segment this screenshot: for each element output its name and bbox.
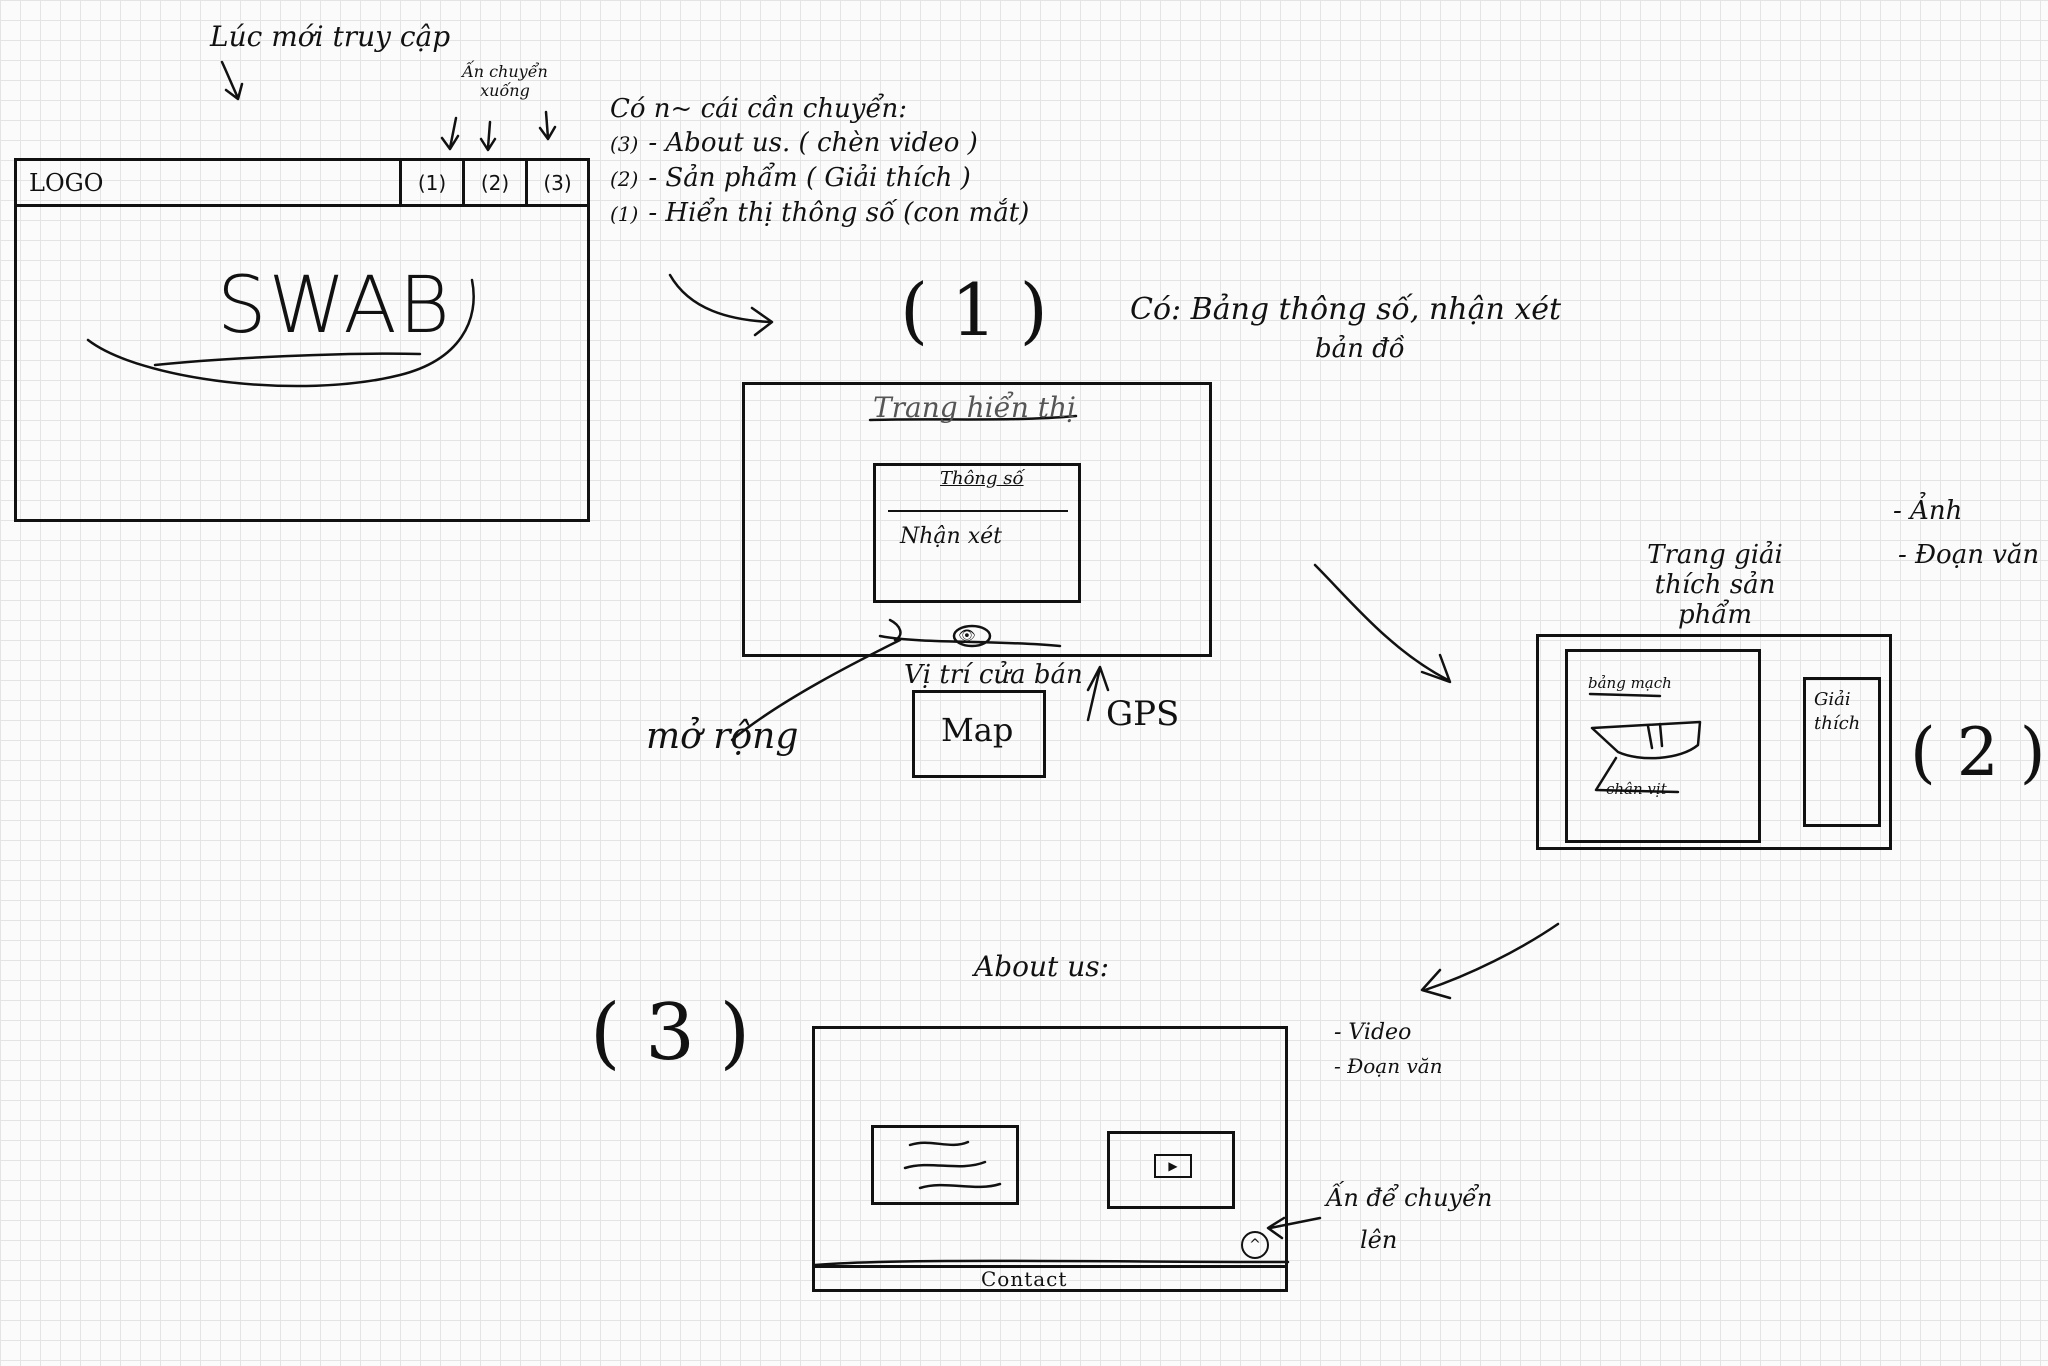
page3-label: ( 3 ) xyxy=(590,988,751,1078)
page2-wireframe: bảng mạch chân vịt Giải thích xyxy=(1536,634,1892,850)
footer-contact[interactable]: Contact xyxy=(981,1267,1068,1291)
page1-title: Trang hiển thị xyxy=(873,391,1076,424)
page1-note: Có: Bảng thông số, nhận xét xyxy=(1130,292,1562,327)
page2-side-note-1: - Ảnh xyxy=(1893,496,1963,526)
up-note-2: lên xyxy=(1360,1226,1398,1254)
nav-note-heading: Có n~ cái cần chuyển: xyxy=(610,94,907,124)
logo: LOGO xyxy=(29,169,104,197)
explain-label: Giải thích xyxy=(1814,689,1861,734)
expand-note: mở rộng xyxy=(646,716,799,757)
nav-note-item: (2)- Sản phẩm ( Giải thích ) xyxy=(610,163,971,193)
page1-wireframe: Trang hiển thị Thông số Nhận xét xyxy=(742,382,1212,657)
nav-note: Có n~ cái cần chuyển: (3)- About us. ( c… xyxy=(610,92,1029,231)
screw-label: chân vịt xyxy=(1606,780,1667,798)
map-label: Map xyxy=(941,711,1014,749)
gps-note: GPS xyxy=(1106,694,1180,734)
nav-tab-2[interactable]: (2) xyxy=(462,161,525,204)
up-note: Ấn để chuyển xyxy=(1326,1184,1493,1212)
text-image-panel xyxy=(871,1125,1019,1205)
landing-title: SWAB xyxy=(217,261,452,351)
top-note: Lúc mới truy cập xyxy=(210,20,451,53)
nav-tab-1[interactable]: (1) xyxy=(399,161,462,204)
tab-note: Ấn chuyển xuống xyxy=(462,62,548,100)
chevron-up-icon[interactable]: ^ xyxy=(1241,1231,1269,1259)
page2-label: ( 2 ) xyxy=(1910,714,2046,791)
page1-note-2: bản đồ xyxy=(1315,334,1405,364)
spec-divider xyxy=(888,510,1068,512)
video-panel: ▶ xyxy=(1107,1131,1235,1209)
page3-side-note-2: - Đoạn văn xyxy=(1334,1054,1443,1078)
board-label: bảng mạch xyxy=(1588,674,1672,692)
footer-divider xyxy=(815,1265,1285,1268)
map-box[interactable]: Map xyxy=(912,690,1046,778)
review-label: Nhận xét xyxy=(900,524,1002,549)
landing-header-bar: LOGO (1) (2) (3) xyxy=(17,161,587,207)
landing-wireframe: LOGO (1) (2) (3) SWAB xyxy=(14,158,590,522)
page3-side-note-1: - Video xyxy=(1334,1020,1412,1045)
page3-wireframe: ▶ ^ Contact xyxy=(812,1026,1288,1292)
location-label: Vị trí cửa bán xyxy=(904,660,1083,690)
nav-tab-3[interactable]: (3) xyxy=(525,161,587,204)
eye-icon[interactable]: 👁 xyxy=(958,628,976,644)
page2-side-note-2: - Đoạn văn xyxy=(1898,540,2040,570)
explain-panel: Giải thích xyxy=(1803,677,1881,827)
page3-title: About us: xyxy=(974,950,1110,983)
spec-label: Thông số xyxy=(940,468,1024,489)
nav-note-item: (1)- Hiển thị thông số (con mắt) xyxy=(610,198,1030,228)
spec-panel: Thông số Nhận xét xyxy=(873,463,1081,603)
board-image-panel: bảng mạch chân vịt xyxy=(1565,649,1761,843)
page2-title: Trang giải thích sản phẩm xyxy=(1647,540,1783,630)
nav-note-item: (3)- About us. ( chèn video ) xyxy=(610,128,978,158)
play-icon[interactable]: ▶ xyxy=(1154,1154,1192,1178)
page1-label: ( 1 ) xyxy=(900,268,1048,352)
